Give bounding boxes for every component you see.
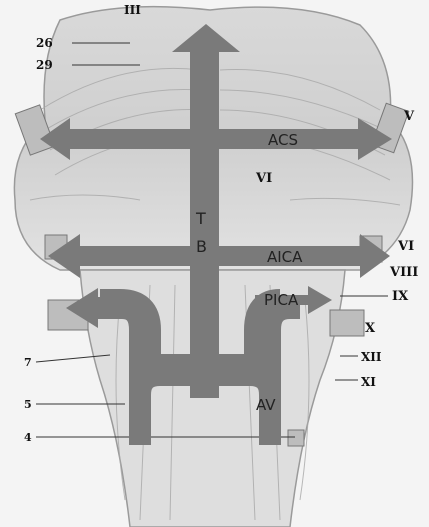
nerve-x-label: X (365, 321, 376, 336)
aica-label: AICA (267, 248, 303, 266)
ref-29-label: 29 (36, 58, 53, 72)
nerve-vi-mid-label: VI (255, 171, 272, 186)
nerve-viii-label: VIII (389, 265, 418, 280)
acs-label: ACS (268, 131, 298, 149)
av-label: AV (256, 396, 276, 414)
ref-5-label: 5 (24, 398, 32, 411)
nerve-ix-label: IX (392, 289, 409, 304)
nerve-iii-label: III (124, 3, 141, 17)
ref-7-label: 7 (24, 356, 32, 369)
nerve-vi-right-label: VI (397, 239, 414, 254)
nerve-v-label: V (403, 109, 415, 124)
basilar-label-b: B (196, 237, 207, 256)
nerve-xii-label: XII (361, 350, 382, 364)
basilar-label-t: T (195, 209, 206, 228)
nerve-xi-label: XI (361, 375, 376, 389)
ref-26-label: 26 (36, 36, 53, 50)
pica-label: PICA (264, 291, 299, 309)
ref-4-label: 4 (24, 431, 32, 444)
